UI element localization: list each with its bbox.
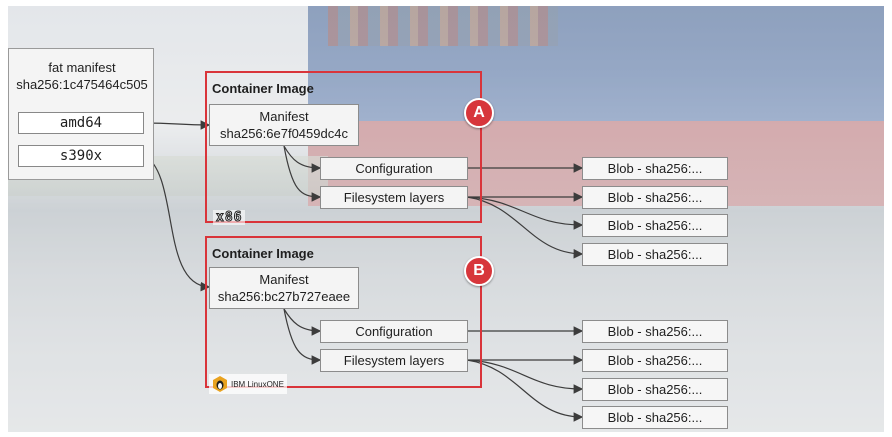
fat-manifest-title: fat manifest — [48, 60, 116, 75]
manifest-a-digest: sha256:6e7f0459dc4c — [220, 126, 348, 141]
tux-icon — [213, 376, 227, 392]
container-image-b-frame — [205, 236, 482, 388]
arrow-a-layers-blob4 — [466, 196, 584, 259]
container-image-a-label: Container Image — [212, 81, 314, 96]
badge-a: A — [464, 98, 494, 128]
arrow-manifest-a-config — [283, 145, 322, 173]
blob-b-2: Blob - sha256:... — [582, 349, 728, 372]
blob-b-4: Blob - sha256:... — [582, 406, 728, 429]
arrow-manifest-b-layers — [283, 308, 322, 365]
x86-logo: x86 — [213, 210, 246, 226]
badge-b: B — [464, 256, 494, 286]
blob-a-3: Blob - sha256:... — [582, 214, 728, 237]
manifest-b-digest: sha256:bc27b727eaee — [217, 289, 351, 304]
arrow-b-layers-blob4 — [466, 359, 584, 422]
container-image-b-label: Container Image — [212, 246, 314, 261]
arrow-b-layers-blob3 — [466, 359, 584, 394]
arrow-s390x-to-manifest-b — [143, 154, 211, 292]
ibm-linuxone-logo: IBM LinuxONE — [209, 374, 287, 394]
arrow-a-layers-blob3 — [466, 196, 584, 230]
manifest-b-box: Manifest sha256:bc27b727eaee — [209, 267, 359, 309]
container-image-a-frame — [205, 71, 482, 223]
manifest-a-box: Manifest sha256:6e7f0459dc4c — [209, 104, 359, 146]
arrow-manifest-b-config — [283, 308, 322, 336]
arch-entry-amd64[interactable]: amd64 — [18, 112, 144, 134]
manifest-a-title: Manifest — [259, 109, 309, 124]
blob-a-2: Blob - sha256:... — [582, 186, 728, 209]
fat-manifest-digest: sha256:1c475464c505 — [16, 77, 148, 92]
filesystem-layers-b-box: Filesystem layers — [320, 349, 468, 372]
cargo-containers — [328, 6, 558, 46]
blob-b-3: Blob - sha256:... — [582, 378, 728, 401]
blob-a-4: Blob - sha256:... — [582, 243, 728, 266]
arrow-manifest-a-layers — [283, 145, 322, 202]
configuration-a-box: Configuration — [320, 157, 468, 180]
configuration-b-box: Configuration — [320, 320, 468, 343]
arch-entry-s390x[interactable]: s390x — [18, 145, 144, 167]
manifest-b-title: Manifest — [259, 272, 309, 287]
filesystem-layers-a-box: Filesystem layers — [320, 186, 468, 209]
blob-a-1: Blob - sha256:... — [582, 157, 728, 180]
blob-b-1: Blob - sha256:... — [582, 320, 728, 343]
ibm-linuxone-label: IBM LinuxONE — [231, 379, 284, 389]
